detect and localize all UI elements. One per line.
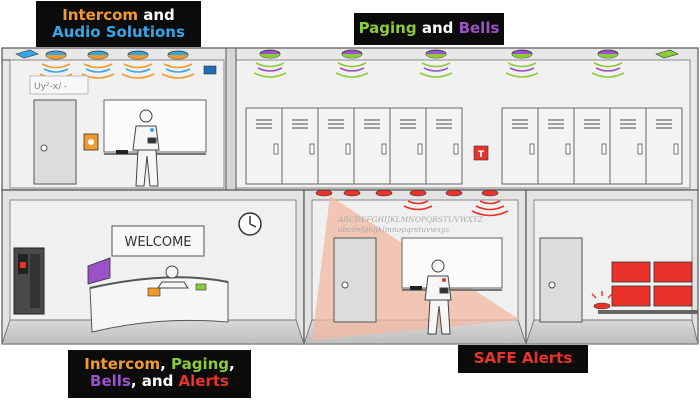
label-line: Bells, and Alerts: [68, 371, 251, 390]
label-segment: and: [416, 19, 459, 37]
label-segment: ,: [160, 355, 172, 373]
safe-alerts-label: SAFE Alerts: [458, 345, 588, 373]
label-line: Intercom and: [36, 7, 201, 24]
classroom-intercom: Uy²-x/ -: [15, 49, 217, 187]
receptionist-figure: [157, 265, 189, 289]
label-segment: Paging: [171, 355, 230, 373]
classroom-door: [33, 99, 77, 185]
whiteboard: [401, 237, 503, 289]
speaker-icon: [505, 49, 539, 78]
clock-display-icon: [203, 65, 217, 75]
label-segment: Intercom: [84, 355, 161, 373]
speaker-icon: [81, 50, 115, 79]
intercom-paging-bells-alerts-label: Intercom, Paging, Bells, and Alerts: [68, 350, 251, 398]
formula-text: Uy²-x/ -: [34, 82, 67, 92]
label-line: Audio Solutions: [36, 22, 201, 41]
alert-light-icon: [315, 189, 333, 197]
alert-speaker-icon: [343, 189, 509, 217]
label-segment: , and: [130, 371, 179, 390]
label-segment: and: [138, 6, 175, 24]
label-segment: Bells: [458, 19, 500, 37]
intercom-audio-label: Intercom and Audio Solutions: [36, 1, 201, 47]
monitor-icon: [87, 257, 111, 285]
label-line: Intercom, Paging,: [68, 356, 251, 373]
label-line: SAFE Alerts: [458, 350, 588, 367]
paging-console-icon: [195, 283, 207, 291]
classroom-door: [539, 237, 583, 323]
speaker-icon: [591, 49, 625, 78]
alphabet-upper: ABCDEFGHIJKLMNOPQRSTUVWXYZ: [337, 215, 484, 224]
label-segment: ,: [229, 355, 235, 373]
speaker-icon: [121, 50, 155, 79]
speaker-icon: [335, 49, 369, 78]
speaker-icon: [253, 49, 287, 78]
welcome-sign-text: WELCOME: [124, 235, 191, 250]
reception-office: WELCOME: [13, 212, 262, 333]
welcome-sign: [111, 225, 205, 257]
label-segment: Paging: [358, 19, 417, 37]
fire-alarm-icon: [473, 145, 489, 161]
alert-display-panel: [611, 261, 693, 307]
wall-panel-icon: [655, 49, 679, 59]
alphabet-lower: abcdefghijklmnopqrstuvwxyz: [338, 225, 449, 234]
paging-bells-label: Paging and Bells: [354, 13, 504, 45]
classroom-safe-alerts: ABCDEFGHIJKLMNOPQRSTUVWXYZ abcdefghijklm…: [312, 189, 520, 340]
classroom-alert-display: [539, 237, 698, 323]
speaker-icon: [419, 49, 453, 78]
label-segment: Alerts: [178, 371, 229, 390]
label-segment: Intercom: [62, 6, 139, 24]
label-segment: Audio Solutions: [52, 22, 185, 41]
label-line: Paging and Bells: [354, 20, 504, 37]
hallway-paging: T: [245, 49, 683, 185]
label-segment: Bells: [90, 371, 131, 390]
formula-board: [29, 75, 89, 95]
speaker-icon: [161, 50, 195, 79]
alert-beacon-icon: [591, 291, 613, 310]
label-segment: SAFE Alerts: [473, 349, 573, 367]
wall-panel-icon: [15, 49, 39, 59]
teacher-figure: [132, 109, 160, 187]
teacher-figure: [424, 259, 452, 335]
clock-icon: [238, 212, 262, 236]
classroom-door: [333, 237, 377, 323]
svg-text:T: T: [478, 150, 485, 160]
intercom-console-icon: [147, 287, 161, 297]
